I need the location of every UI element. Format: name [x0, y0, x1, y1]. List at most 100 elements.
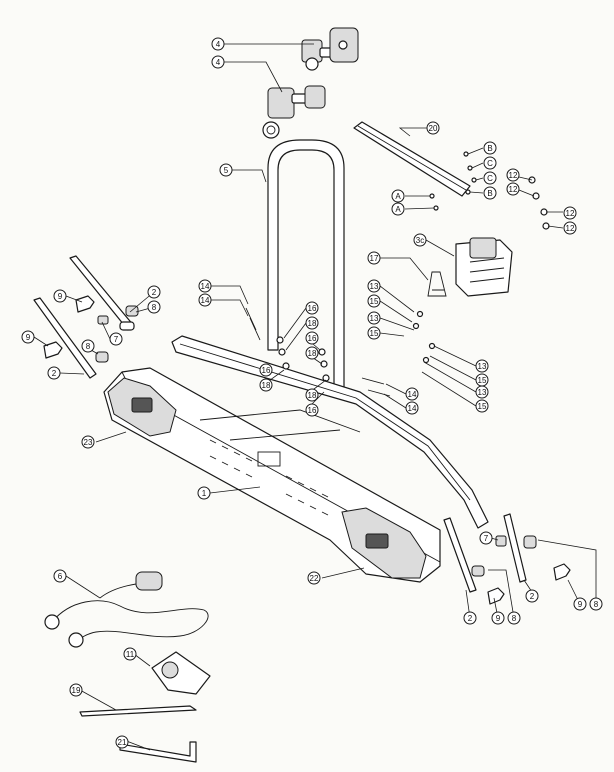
- callout-18: 18: [305, 388, 319, 402]
- callout-circle: [426, 121, 440, 135]
- callout-circle: [21, 330, 35, 344]
- lock-pad: [151, 651, 211, 695]
- bike-holder-lower: [262, 85, 326, 139]
- callout-label: 21: [118, 738, 127, 747]
- callout-circle: [525, 589, 539, 603]
- callout-circle: [367, 294, 381, 308]
- callout-circle: [475, 399, 489, 413]
- callout-A: A: [391, 202, 405, 216]
- washers-nuts: [276, 151, 550, 382]
- callout-circle: [305, 388, 319, 402]
- callout-9: 9: [491, 611, 505, 625]
- callout-label: 12: [509, 185, 518, 194]
- callout-label: 13: [370, 282, 379, 291]
- callout-circle: [147, 300, 161, 314]
- callout-circle: [367, 326, 381, 340]
- callout-label: 12: [566, 224, 575, 233]
- callout-circle: [109, 332, 123, 346]
- callout-19: 19: [69, 683, 83, 697]
- callout-circle: [413, 233, 427, 247]
- callout-22: 22: [307, 571, 321, 585]
- callout-circle: [391, 189, 405, 203]
- callout-label: 17: [370, 254, 379, 263]
- callout-circle: [211, 37, 225, 51]
- spring-clip: [427, 271, 447, 297]
- small-parts-left: [43, 295, 139, 363]
- callout-8: 8: [81, 339, 95, 353]
- callout-circle: [589, 597, 603, 611]
- callout-label: 20: [429, 124, 438, 133]
- callout-8: 8: [507, 611, 521, 625]
- callout-7: 7: [479, 531, 493, 545]
- callout-circle: [305, 346, 319, 360]
- callout-8: 8: [589, 597, 603, 611]
- callout-label: 16: [262, 366, 271, 375]
- callout-label: 14: [408, 390, 417, 399]
- callout-label: 8: [512, 614, 517, 623]
- callout-circle: [219, 163, 233, 177]
- callout-label: 12: [566, 209, 575, 218]
- plate-markings: [209, 439, 329, 516]
- callout-label: 3c: [416, 236, 424, 245]
- callout-12: 12: [506, 182, 520, 196]
- callout-C: C: [483, 156, 497, 170]
- holder-bar: [353, 121, 471, 197]
- callout-circle: [259, 363, 273, 377]
- callout-16: 16: [259, 363, 273, 377]
- callout-2: 2: [525, 589, 539, 603]
- callout-circle: [305, 331, 319, 345]
- small-parts-right: [471, 535, 571, 605]
- callout-label: 9: [26, 333, 31, 342]
- callout-circle: [491, 611, 505, 625]
- callout-label: 19: [72, 686, 81, 695]
- callout-1: 1: [197, 486, 211, 500]
- callout-20: 20: [426, 121, 440, 135]
- callout-label: 23: [84, 438, 93, 447]
- strap-right-a: [443, 517, 477, 593]
- callout-14: 14: [198, 279, 212, 293]
- callout-11: 11: [123, 647, 137, 661]
- cable-tie: [79, 705, 197, 717]
- callout-label: 2: [468, 614, 473, 623]
- callout-15: 15: [367, 294, 381, 308]
- callout-label: 4: [216, 40, 221, 49]
- callout-14: 14: [405, 401, 419, 415]
- leader-lines: [33, 43, 597, 751]
- callout-circle: [479, 531, 493, 545]
- callout-15: 15: [475, 399, 489, 413]
- callout-circle: [211, 55, 225, 69]
- callout-14: 14: [405, 387, 419, 401]
- callout-label: 16: [308, 304, 317, 313]
- callout-label: 11: [126, 650, 135, 659]
- strap-left-lower: [33, 297, 97, 379]
- callout-label: 14: [408, 404, 417, 413]
- callout-2: 2: [47, 366, 61, 380]
- callout-B: B: [483, 186, 497, 200]
- callout-9: 9: [573, 597, 587, 611]
- callout-4: 4: [211, 37, 225, 51]
- callout-14: 14: [198, 293, 212, 307]
- callout-circle: [483, 186, 497, 200]
- callout-C: C: [483, 171, 497, 185]
- callout-circle: [197, 486, 211, 500]
- callout-label: 2: [152, 288, 157, 297]
- callout-5: 5: [219, 163, 233, 177]
- callout-label: 15: [370, 329, 379, 338]
- callout-circle: [463, 611, 477, 625]
- callout-18: 18: [305, 346, 319, 360]
- callout-16: 16: [305, 403, 319, 417]
- callout-3c: 3c: [413, 233, 427, 247]
- callout-23: 23: [81, 435, 95, 449]
- callout-circle: [483, 171, 497, 185]
- callout-circle: [53, 569, 67, 583]
- strap-left-upper: [69, 255, 135, 331]
- wheel-rail: [171, 335, 489, 529]
- bike-holder-upper: [301, 27, 359, 71]
- callout-circle: [259, 378, 273, 392]
- callout-circle: [405, 387, 419, 401]
- callout-label: 2: [530, 592, 535, 601]
- callout-label: C: [487, 159, 493, 168]
- callout-label: 8: [594, 600, 599, 609]
- callout-label: 18: [308, 349, 317, 358]
